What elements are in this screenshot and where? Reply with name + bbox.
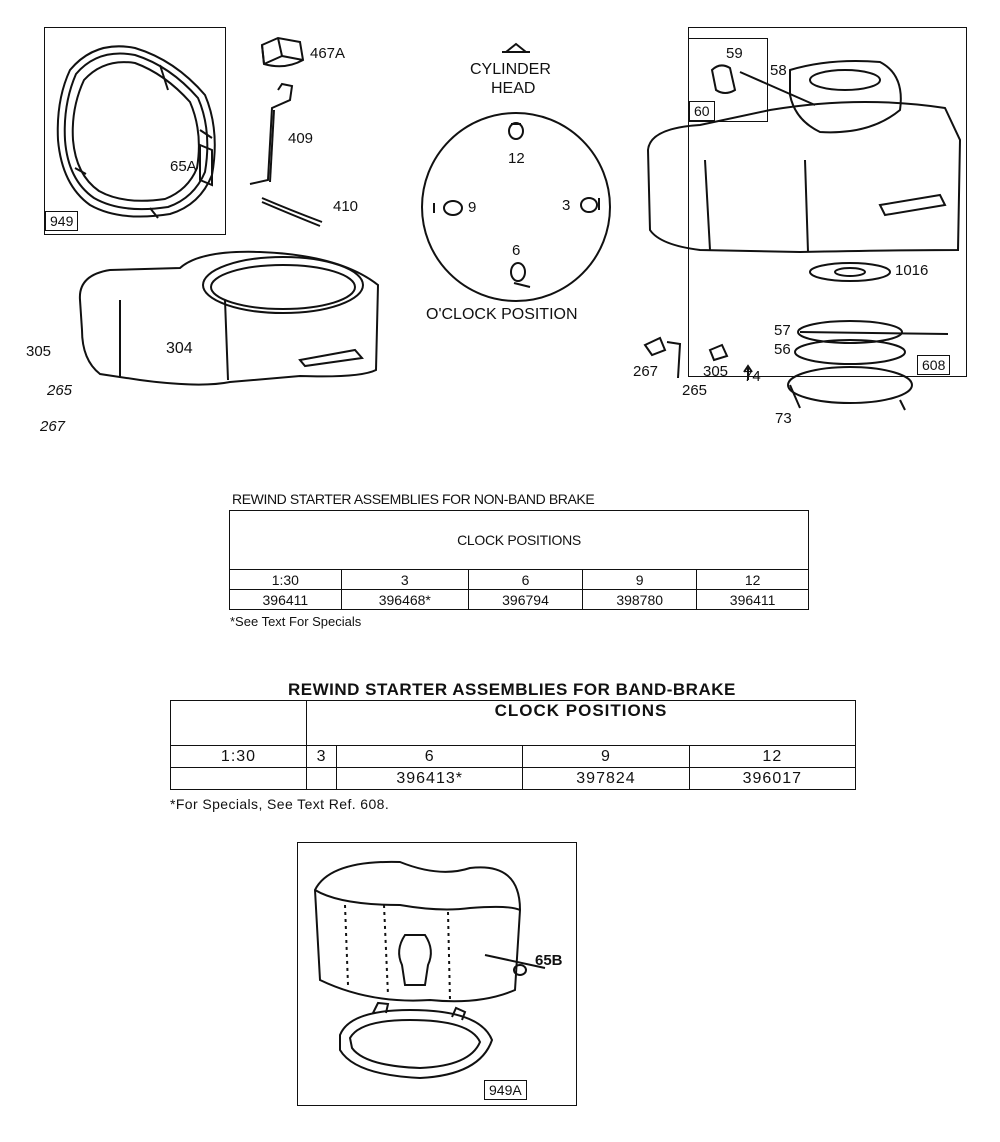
callout-265-right: 265 xyxy=(682,382,708,399)
oclock-position-label: O'CLOCK POSITION xyxy=(426,306,578,323)
callout-467A: 467A xyxy=(310,45,346,62)
table-band-footnote: *For Specials, See Text Ref. 608. xyxy=(170,796,390,812)
part-number-cell: 396411 xyxy=(696,589,809,610)
callout-304: 304 xyxy=(166,340,193,357)
callout-265-left: 265 xyxy=(47,382,73,399)
position-cell: 6 xyxy=(467,569,584,590)
table-non-band-header: CLOCK POSITIONS xyxy=(229,510,809,570)
part-number-cell: 396411 xyxy=(229,589,342,610)
position-cell: 12 xyxy=(696,569,809,590)
callout-56: 56 xyxy=(774,341,791,358)
table-non-band-title: REWIND STARTER ASSEMBLIES FOR NON-BAND B… xyxy=(232,491,595,507)
part-number-cell xyxy=(170,767,307,790)
table-non-band-brake: CLOCK POSITIONS 1:30 3 6 9 12 396411 396… xyxy=(229,510,809,610)
position-cell: 1:30 xyxy=(170,745,307,768)
part-number-cell: 397824 xyxy=(522,767,690,790)
inset-949A xyxy=(297,842,577,1106)
clock-position-12: 12 xyxy=(508,150,525,167)
position-cell: 12 xyxy=(688,745,857,768)
label-949: 949 xyxy=(45,211,79,231)
clock-position-6: 6 xyxy=(512,242,521,259)
position-cell: 6 xyxy=(336,745,524,768)
callout-305-left: 305 xyxy=(26,343,52,360)
callout-267-left: 267 xyxy=(40,418,66,435)
position-cell: 3 xyxy=(340,569,469,590)
callout-409: 409 xyxy=(288,130,314,147)
callout-57: 57 xyxy=(774,322,791,339)
callout-65B: 65B xyxy=(535,952,563,969)
position-cell: 1:30 xyxy=(229,569,342,590)
part-number-cell xyxy=(305,767,338,790)
part-number-cell: 396413* xyxy=(336,767,524,790)
table-band-header: CLOCK POSITIONS xyxy=(306,700,856,746)
clock-position-3: 3 xyxy=(562,197,571,214)
callout-73: 73 xyxy=(775,410,792,427)
cylinder-head-label-line1: CYLINDER xyxy=(470,61,551,78)
callout-410: 410 xyxy=(333,198,359,215)
callout-58: 58 xyxy=(770,62,787,79)
inset-starter-outline xyxy=(688,27,967,377)
part-number-cell: 396017 xyxy=(688,767,857,790)
callout-1016: 1016 xyxy=(895,262,929,279)
position-cell: 3 xyxy=(305,745,338,768)
part-number-cell: 396468* xyxy=(340,589,469,610)
label-608: 608 xyxy=(917,355,951,375)
inset-949 xyxy=(44,27,226,235)
table-row: 1:30 3 6 9 12 xyxy=(170,745,857,768)
table-band-title: REWIND STARTER ASSEMBLIES FOR BAND-BRAKE xyxy=(288,680,736,699)
table-non-band-footnote: *See Text For Specials xyxy=(230,614,362,629)
table-row: 1:30 3 6 9 12 xyxy=(229,569,809,590)
table-row: 396411 396468* 396794 398780 396411 xyxy=(229,589,809,610)
position-cell: 9 xyxy=(582,569,698,590)
callout-65A: 65A xyxy=(170,158,197,175)
callout-74: 74 xyxy=(744,368,761,385)
table-row: 396413* 397824 396017 xyxy=(170,767,857,790)
table-band-brake: CLOCK POSITIONS 1:30 3 6 9 12 396413* 39… xyxy=(170,700,857,790)
label-60: 60 xyxy=(689,101,715,121)
clock-position-9: 9 xyxy=(468,199,477,216)
cylinder-head-label-line2: HEAD xyxy=(491,80,536,97)
callout-267-right: 267 xyxy=(633,363,659,380)
part-number-cell: 398780 xyxy=(582,589,698,610)
position-cell: 9 xyxy=(522,745,690,768)
callout-305-right: 305 xyxy=(703,363,729,380)
callout-59: 59 xyxy=(726,45,743,62)
part-number-cell: 396794 xyxy=(467,589,584,610)
label-949A: 949A xyxy=(484,1080,527,1100)
table-band-blank-header xyxy=(170,700,307,746)
